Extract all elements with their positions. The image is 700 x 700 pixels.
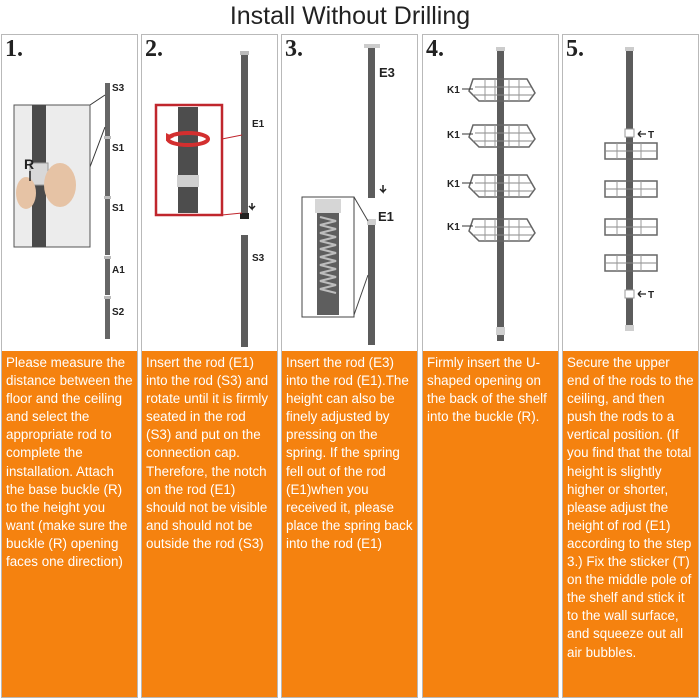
step-1-text: Please measure the distance between the …	[2, 351, 137, 697]
rod-a1	[105, 259, 110, 295]
rod-e1	[241, 55, 248, 215]
step-2-text: Insert the rod (E1) into the rod (S3) an…	[142, 351, 277, 697]
step-1-number: 1.	[5, 36, 23, 62]
label-e1: E1	[378, 209, 394, 224]
label-s2: S2	[112, 307, 125, 318]
rod-s1-upper	[105, 139, 110, 197]
label-t-top: T	[648, 130, 654, 141]
rod-e3	[368, 48, 375, 198]
label-s1-upper: S1	[112, 143, 125, 154]
shelf-basket	[604, 180, 658, 198]
label-s1-lower: S1	[112, 203, 125, 214]
shelf-basket	[604, 142, 658, 160]
page-title: Install Without Drilling	[229, 2, 471, 30]
rod-s2	[105, 299, 110, 339]
label-k1: K1	[447, 222, 460, 233]
step-4-panel: K1 K1 K1 K1 4. Firmly insert the U-shape…	[422, 34, 559, 698]
shelf-basket	[468, 124, 536, 148]
step-4-number: 4.	[426, 36, 444, 62]
pole	[497, 51, 504, 341]
shelf-basket	[468, 218, 536, 242]
step-5-text: Secure the upper end of the rods to the …	[563, 351, 698, 697]
spring-icon	[319, 216, 337, 294]
label-t-bottom: T	[648, 290, 654, 301]
step-3-text: Insert the rod (E3) into the rod (E1).Th…	[282, 351, 417, 697]
step-3-illustration: E3 E1	[301, 44, 395, 345]
step-2-number: 2.	[145, 36, 163, 62]
shelf-basket	[604, 218, 658, 236]
step-2-illustration: E1 S3	[154, 51, 265, 347]
shelf-basket	[468, 78, 536, 102]
sticker-t-bottom	[624, 289, 635, 299]
step-3-number: 3.	[285, 36, 303, 62]
step-1-illustration: S3 S1 S1 A1 S2 R	[13, 83, 125, 339]
label-e3: E3	[379, 65, 395, 80]
step-5-panel: T T 5. Secure the upper end of the rods …	[562, 34, 699, 698]
label-e1: E1	[252, 119, 265, 130]
step-2-panel: E1 S3 2. Insert the rod (E1) into the ro…	[141, 34, 278, 698]
rod-s3	[105, 83, 110, 137]
label-k1: K1	[447, 179, 460, 190]
label-k1: K1	[447, 85, 460, 96]
label-s3: S3	[112, 83, 125, 94]
label-k1: K1	[447, 130, 460, 141]
label-a1: A1	[112, 265, 125, 276]
pole	[626, 51, 633, 331]
step-1-panel: S3 S1 S1 A1 S2 R 1. Please measure the d…	[1, 34, 138, 698]
step-4-illustration: K1 K1 K1 K1	[447, 47, 536, 341]
label-s3: S3	[252, 253, 265, 264]
shelf-basket	[604, 254, 658, 272]
shelf-basket	[468, 174, 536, 198]
sticker-t-top	[624, 128, 635, 138]
label-r: R	[24, 156, 34, 172]
step-5-illustration: T T	[604, 47, 658, 331]
step-4-text: Firmly insert the U-shaped opening on th…	[423, 351, 558, 697]
rod-e1	[368, 221, 375, 345]
rod-s3	[241, 235, 248, 347]
step-3-panel: E3 E1 3. Insert the rod (E3) into the ro…	[281, 34, 418, 698]
rod-s1-lower	[105, 199, 110, 255]
step-5-number: 5.	[566, 36, 584, 62]
